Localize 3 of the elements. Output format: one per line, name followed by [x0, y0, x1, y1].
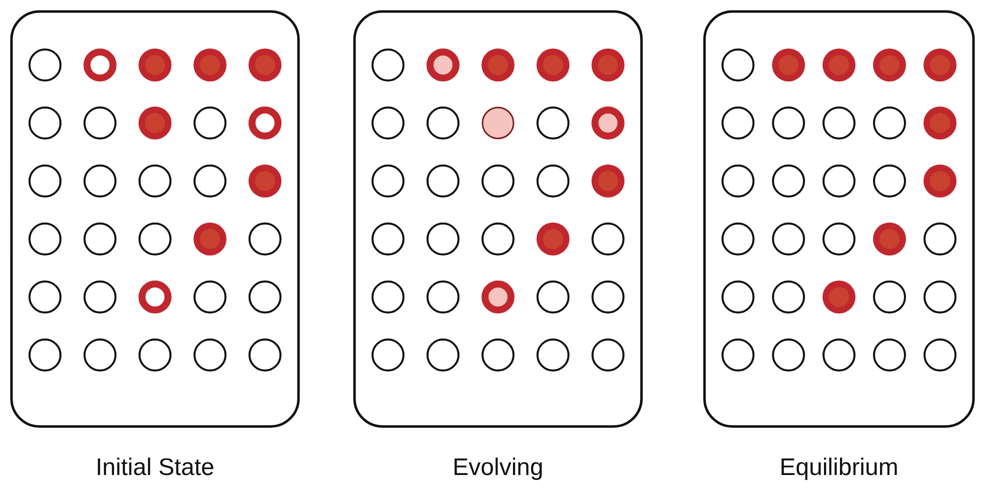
panel-caption: Evolving: [452, 454, 544, 482]
panel-caption: Equilibrium: [780, 454, 898, 482]
panel-caption: Initial State: [96, 454, 214, 482]
